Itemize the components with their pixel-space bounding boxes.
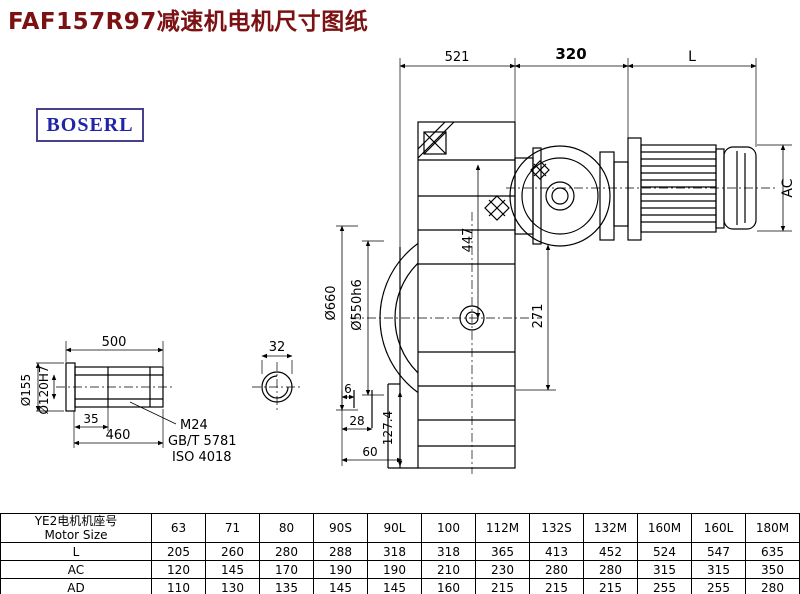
table-column-header: 160M [637, 513, 692, 543]
table-cell: 280 [583, 560, 638, 579]
table-column-header: 100 [421, 513, 476, 543]
table-cell: 547 [691, 542, 746, 561]
dimension-labels: 521 320 L AC Ø660 Ø550h6 447 271 32 500 … [19, 45, 796, 465]
dim-28: 28 [349, 414, 364, 428]
table-cell: 230 [475, 560, 530, 579]
table-cell: 280 [529, 560, 584, 579]
table-cell: 318 [367, 542, 422, 561]
table-cell: 145 [205, 560, 260, 579]
table-cell: 215 [583, 578, 638, 594]
table-cell: 280 [259, 542, 314, 561]
technical-drawing: 521 320 L AC Ø660 Ø550h6 447 271 32 500 … [19, 45, 796, 474]
centerlines [56, 187, 776, 474]
dim-460: 460 [106, 428, 131, 443]
page-title: FAF157R97减速机电机尺寸图纸 [8, 9, 369, 35]
table-header-cn: YE2电机机座号 [34, 514, 118, 529]
dim-127-4: 127.4 [381, 411, 395, 445]
dim-550h6: Ø550h6 [350, 279, 365, 331]
table-cell: 160 [421, 578, 476, 594]
dim-6: 6 [344, 382, 352, 396]
dim-447: 447 [461, 228, 476, 253]
table-row-label: AC [0, 560, 152, 579]
table-cell: 215 [529, 578, 584, 594]
table-cell: 318 [421, 542, 476, 561]
label-m24: M24 [180, 418, 208, 433]
table-column-header: 80 [259, 513, 314, 543]
table-cell: 350 [745, 560, 800, 579]
table-cell: 452 [583, 542, 638, 561]
table-cell: 190 [367, 560, 422, 579]
table-cell: 255 [637, 578, 692, 594]
boserl-logo: BOSERL [36, 108, 144, 142]
label-gbt5781: GB/T 5781 [168, 434, 237, 449]
table-cell: 190 [313, 560, 368, 579]
dim-AC: AC [780, 178, 796, 197]
table-cell: 288 [313, 542, 368, 561]
table-row-label: AD [0, 578, 152, 594]
table-cell: 280 [745, 578, 800, 594]
dim-32: 32 [269, 340, 286, 355]
table-cell: 215 [475, 578, 530, 594]
dim-L: L [688, 49, 696, 65]
table-cell: 315 [691, 560, 746, 579]
table-cell: 255 [691, 578, 746, 594]
dim-60: 60 [362, 445, 377, 459]
table-column-header: 160L [691, 513, 746, 543]
dim-320: 320 [555, 45, 586, 63]
dim-155: Ø155 [19, 374, 33, 406]
dim-120H7: Ø120H7 [37, 365, 51, 414]
motor [627, 137, 757, 241]
table-column-header: 132M [583, 513, 638, 543]
table-column-header: 90L [367, 513, 422, 543]
table-cell: 120 [151, 560, 206, 579]
table-cell: 315 [637, 560, 692, 579]
table-header-en: Motor Size [44, 528, 108, 542]
label-iso4018: ISO 4018 [172, 450, 232, 465]
table-column-header: 132S [529, 513, 584, 543]
table-column-header: 63 [151, 513, 206, 543]
logo-text: BOSERL [46, 113, 134, 136]
table-cell: 170 [259, 560, 314, 579]
table-column-header: 112M [475, 513, 530, 543]
table-column-header: 180M [745, 513, 800, 543]
dimension-lines [35, 63, 786, 467]
table-cell: 413 [529, 542, 584, 561]
table-row-label: L [0, 542, 152, 561]
gear-housing [353, 121, 516, 469]
dim-35: 35 [83, 412, 98, 426]
dim-660: Ø660 [324, 285, 339, 320]
table-cell: 365 [475, 542, 530, 561]
table-column-header: 90S [313, 513, 368, 543]
table-cell: 260 [205, 542, 260, 561]
projection-mask [515, 222, 577, 416]
table-column-header: 71 [205, 513, 260, 543]
table-cell: 110 [151, 578, 206, 594]
dim-521: 521 [445, 50, 470, 65]
table-cell: 135 [259, 578, 314, 594]
table-cell: 205 [151, 542, 206, 561]
table-cell: 130 [205, 578, 260, 594]
table-cell: 635 [745, 542, 800, 561]
table-cell: 145 [367, 578, 422, 594]
table-cell: 145 [313, 578, 368, 594]
table-cell: 524 [637, 542, 692, 561]
table-cell: 210 [421, 560, 476, 579]
dim-271: 271 [531, 304, 546, 329]
dim-500: 500 [102, 335, 127, 350]
